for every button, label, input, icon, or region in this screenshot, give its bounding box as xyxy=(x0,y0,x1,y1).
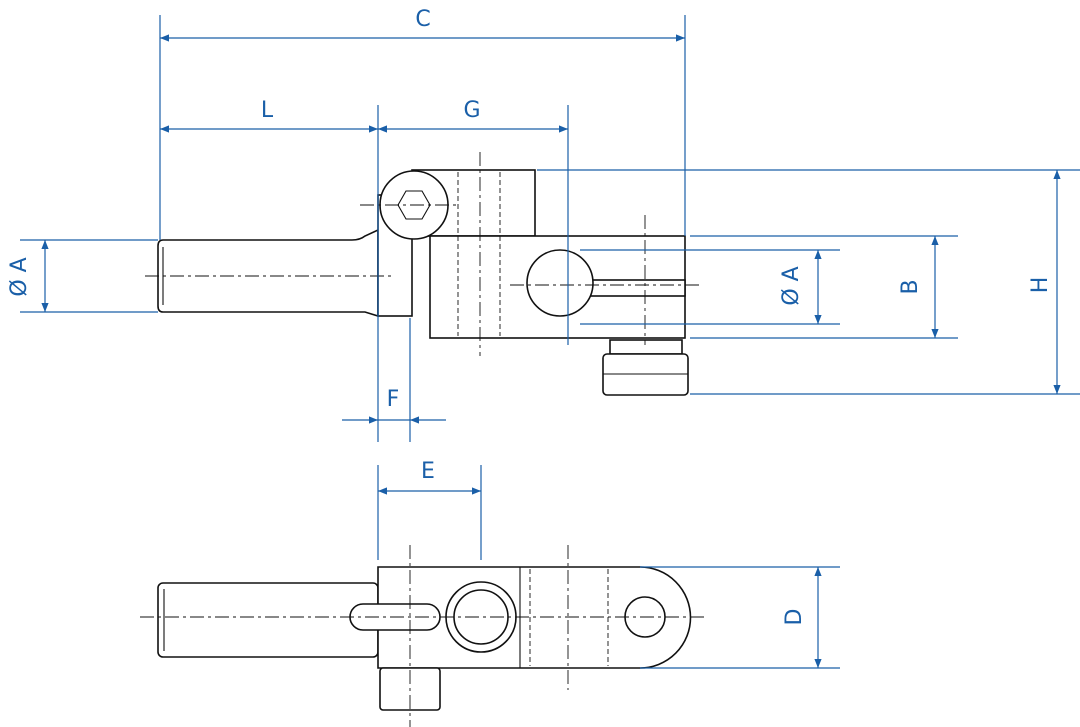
dim-label-b: B xyxy=(898,279,923,294)
dimension-lines xyxy=(20,15,1080,669)
dim-label-g: G xyxy=(463,98,480,123)
dim-label-e: E xyxy=(421,459,435,484)
dim-label-c: C xyxy=(415,7,430,32)
side-view-part xyxy=(145,152,700,396)
dim-label-h: H xyxy=(1028,277,1053,294)
dim-label-diameter-a-right: Ø A xyxy=(779,266,804,305)
dim-label-diameter-a-left: Ø A xyxy=(7,257,32,296)
dim-label-l: L xyxy=(261,98,274,123)
dim-label-d: D xyxy=(782,609,807,626)
dim-label-f: F xyxy=(387,387,400,412)
top-view-part xyxy=(140,545,705,727)
